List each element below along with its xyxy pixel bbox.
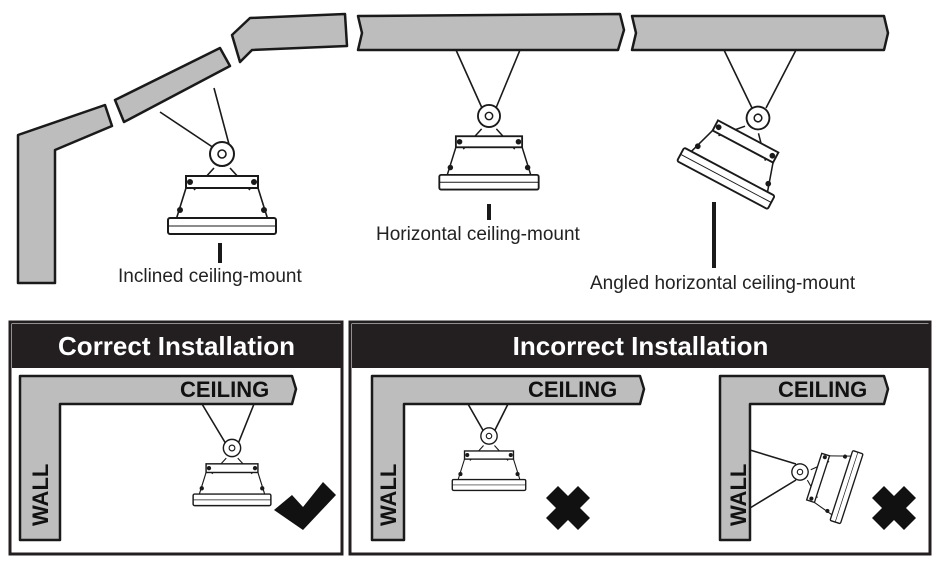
inclined-fixture (159, 87, 277, 263)
caption-inclined: Inclined ceiling-mount (118, 266, 302, 287)
incorrect-wall-label-1: WALL (376, 464, 401, 526)
correct-panel-title: Correct Installation (12, 324, 341, 368)
incorrect-scene-horizontal: CEILING WALL (370, 374, 646, 542)
caption-horizontal: Horizontal ceiling-mount (376, 224, 580, 245)
angled-ceiling-beam (630, 14, 890, 52)
incorrect-scene-wall-angled: CEILING WALL (718, 374, 916, 542)
caption-angled: Angled horizontal ceiling-mount (590, 273, 856, 294)
horizontal-ceiling-beam (356, 12, 626, 52)
incorrect-wall-label-2: WALL (726, 464, 751, 526)
horizontal-fixture (438, 49, 540, 220)
cross-mark-icon (872, 486, 916, 530)
incorrect-ceiling-label-1: CEILING (528, 377, 617, 402)
incorrect-ceiling-label-2: CEILING (778, 377, 867, 402)
correct-wall-label: WALL (28, 464, 53, 526)
correct-scene: CEILING WALL (18, 374, 336, 542)
inclined-ceiling-beam (16, 12, 349, 285)
incorrect-panel-title: Incorrect Installation (352, 324, 929, 368)
correct-panel (8, 320, 344, 556)
correct-ceiling-label: CEILING (180, 377, 269, 402)
angled-fixture (676, 49, 810, 268)
cross-mark-icon (546, 486, 590, 530)
incorrect-panel (348, 320, 932, 556)
check-mark-icon (274, 482, 336, 530)
